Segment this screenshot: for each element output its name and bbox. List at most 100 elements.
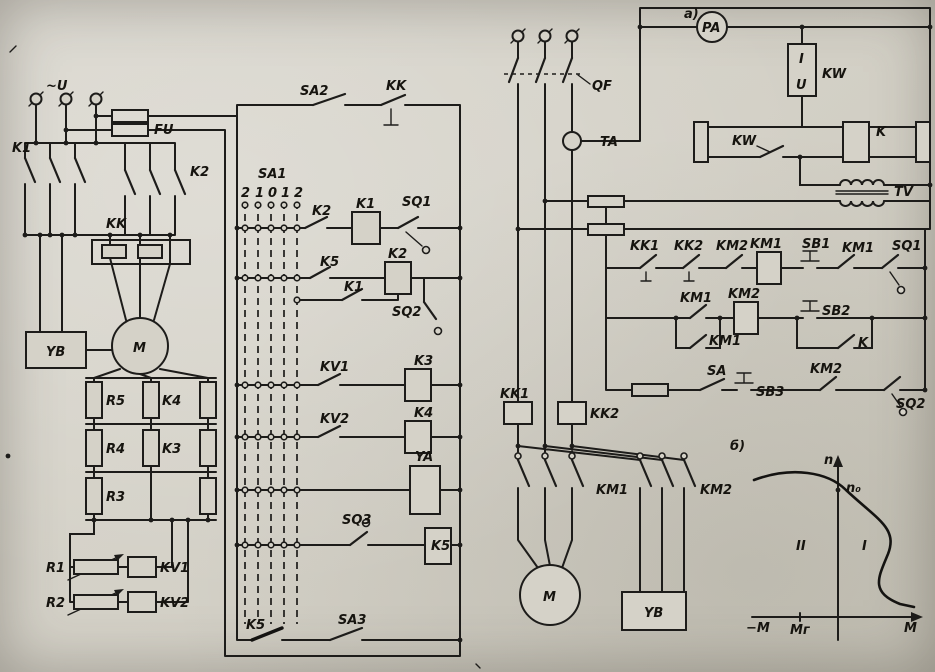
- label-k3-coil: K3: [414, 354, 433, 369]
- label-sb1: SB1: [802, 237, 830, 252]
- junction-dot: [799, 24, 805, 30]
- label-km1-hold: KM1: [709, 334, 741, 349]
- junction-dot: [234, 382, 240, 388]
- junction-dot: [794, 315, 800, 321]
- label-km1-main: KM1: [596, 483, 628, 498]
- label-sa1-pos-1r: 1: [281, 186, 290, 201]
- controller-contact-ring: [293, 486, 301, 494]
- label-coil-i: I: [799, 52, 804, 67]
- junction-dot: [107, 232, 113, 238]
- controller-contact-ring: [293, 201, 301, 209]
- label-r3: R3: [106, 490, 125, 505]
- label-kv1-contact: KV1: [320, 360, 349, 375]
- component-box: [91, 239, 191, 265]
- junction-dot: [835, 487, 841, 493]
- junction-dot: [457, 542, 463, 548]
- junction-dot: [148, 517, 154, 523]
- contact-ring: [361, 518, 371, 528]
- contact-ring: [896, 285, 906, 295]
- label-fig-a: а): [684, 7, 699, 22]
- label-tv: TV: [894, 185, 914, 200]
- label-sq3: SQ3: [342, 513, 371, 528]
- junction-dot: [927, 182, 933, 188]
- component-box: [111, 109, 149, 123]
- controller-contact-ring: [241, 201, 249, 209]
- component-box: [842, 121, 870, 163]
- contact-ring: [658, 452, 666, 460]
- controller-contact-ring: [254, 201, 262, 209]
- component-box: [693, 121, 709, 163]
- junction-dot: [457, 275, 463, 281]
- label-sa1-pos-0: 0: [268, 186, 277, 201]
- junction-dot: [5, 453, 11, 459]
- label-sq2: SQ2: [392, 305, 421, 320]
- contact-ring: [433, 326, 443, 336]
- label-sa1-pos-2l: 2: [241, 186, 250, 201]
- controller-contact-ring: [267, 541, 275, 549]
- controller-contact-ring: [293, 541, 301, 549]
- controller-contact-ring: [267, 201, 275, 209]
- controller-contact-ring: [293, 274, 301, 282]
- right-circuit-wires: [517, 7, 931, 641]
- component-box: [73, 559, 119, 575]
- component-box: [404, 420, 432, 454]
- junction-dot: [457, 637, 463, 643]
- label-k5-aux: K5: [320, 255, 339, 270]
- label-k4-coil: K4: [414, 406, 433, 421]
- label-km2-coil: KM2: [728, 287, 760, 302]
- component-box: [384, 261, 412, 295]
- label-k5-bottom: K5: [246, 618, 265, 633]
- motor-left-symbol: [111, 317, 169, 375]
- label-pa: PA: [702, 21, 720, 36]
- label-kk2-contact: KK2: [674, 239, 703, 254]
- junction-dot: [205, 517, 211, 523]
- label-kk-heaters: KK: [106, 217, 127, 232]
- junction-dot: [37, 232, 43, 238]
- controller-contact-ring: [267, 433, 275, 441]
- junction-dot: [673, 315, 679, 321]
- controller-contact-ring: [241, 274, 249, 282]
- label-m-g: Mг: [790, 623, 811, 638]
- component-box: [137, 244, 163, 259]
- junction-dot: [33, 140, 39, 146]
- component-box: [424, 527, 452, 565]
- controller-contact-ring: [267, 381, 275, 389]
- junction-dot: [137, 232, 143, 238]
- label-k-contact: K: [858, 336, 869, 351]
- junctions-and-terminals: [5, 11, 933, 643]
- junction-dot: [63, 127, 69, 133]
- component-box: [733, 301, 759, 335]
- label-minus-m: −M: [746, 621, 770, 636]
- contact-ring: [514, 452, 522, 460]
- component-box: [787, 43, 817, 97]
- label-sq2-right: SQ2: [896, 397, 925, 412]
- label-ya-coil: YA: [415, 450, 433, 465]
- label-motor-right: M: [543, 590, 556, 605]
- contact-ring: [421, 245, 431, 255]
- contact-ring: [636, 452, 644, 460]
- m-axis-arrowhead: [911, 612, 923, 622]
- label-km2-aux: KM2: [810, 362, 842, 377]
- component-box: [557, 401, 587, 425]
- label-sb2: SB2: [822, 304, 850, 319]
- junction-dot: [169, 517, 175, 523]
- controller-contact-ring: [241, 541, 249, 549]
- component-box: [127, 556, 157, 578]
- label-k3-res: K3: [162, 442, 181, 457]
- component-box: [199, 429, 217, 467]
- controller-contact-ring: [267, 486, 275, 494]
- supply-terminal: [538, 29, 552, 43]
- junction-dot: [72, 232, 78, 238]
- controller-contact-ring: [254, 381, 262, 389]
- label-sa2: SA2: [300, 84, 328, 99]
- label-sa3: SA3: [338, 613, 366, 628]
- junction-dot: [234, 225, 240, 231]
- label-kv1-relay: KV1: [160, 561, 189, 576]
- label-sq1-right: SQ1: [892, 239, 921, 254]
- controller-contact-ring: [241, 433, 249, 441]
- label-fu: FU: [154, 123, 174, 138]
- junction-dot: [542, 198, 548, 204]
- junction-dot: [637, 24, 643, 30]
